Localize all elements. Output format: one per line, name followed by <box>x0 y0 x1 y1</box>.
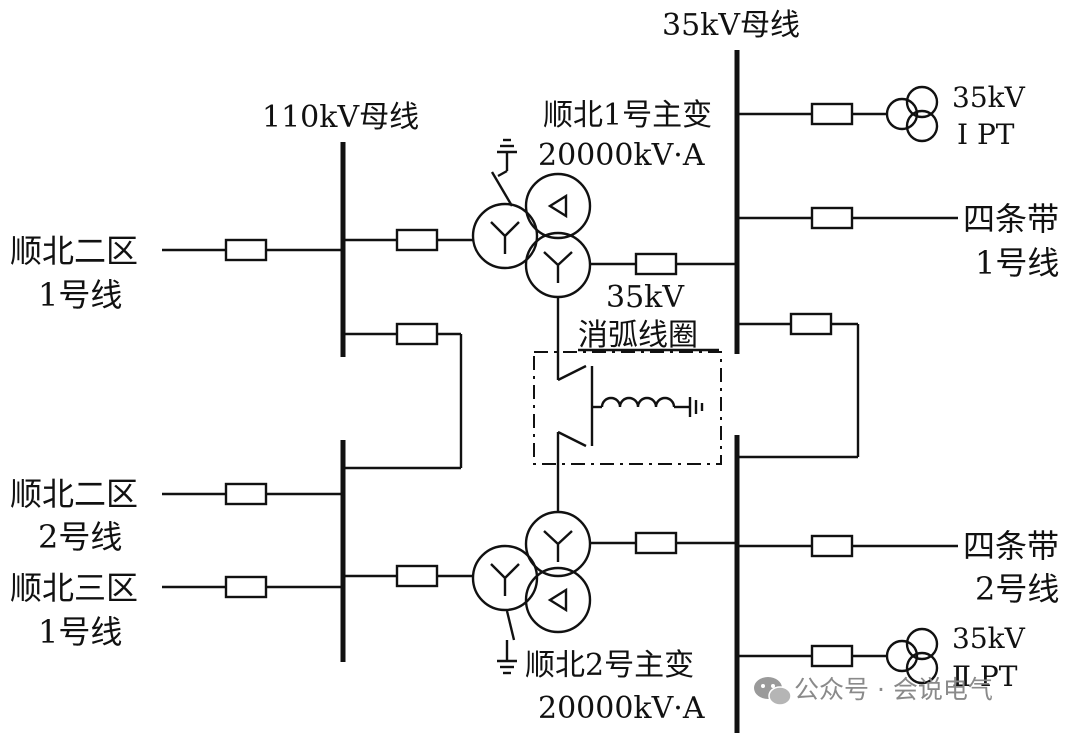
line-shunbei-2-2 <box>162 482 343 506</box>
bus-tie-35kv <box>737 312 860 459</box>
line-label-110-3-b: 1号线 <box>38 613 122 651</box>
arc-suppression-coil <box>533 297 722 512</box>
line-sitiaodai-2 <box>737 534 958 558</box>
bus-35kv-label: 35kV母线 <box>662 8 800 43</box>
breaker <box>224 238 268 262</box>
line-label-35-1-b: 1号线 <box>975 244 1059 282</box>
bus-tie-110kv <box>343 322 463 470</box>
breaker <box>810 644 854 668</box>
wechat-icon <box>754 677 792 706</box>
breaker <box>395 564 439 588</box>
breaker <box>395 228 439 252</box>
line-label-35-2-b: 2号线 <box>975 570 1059 608</box>
line-label-110-3-a: 顺北三区 <box>10 569 138 607</box>
breaker <box>395 322 439 346</box>
pt-2-voltage: 35kV <box>952 622 1026 655</box>
watermark-text: 公众号 · 会说电气 <box>794 675 993 704</box>
line-shunbei-3-1 <box>162 575 343 599</box>
breaker <box>224 482 268 506</box>
line-label-35-1-a: 四条带 <box>963 200 1059 238</box>
breaker <box>224 575 268 599</box>
inductor-coil <box>600 396 676 408</box>
transformer-2-name: 顺北2号主变 <box>525 648 694 683</box>
line-label-110-1-b: 1号线 <box>38 276 122 314</box>
pt-1 <box>737 85 939 143</box>
pt-2-name: Ⅱ PT <box>952 660 1018 693</box>
line-label-110-1-a: 顺北二区 <box>10 232 138 270</box>
transformer-1-rating: 20000kV·A <box>538 138 705 173</box>
breaker <box>789 312 833 336</box>
transformer-1-35kv-feeder <box>590 252 737 276</box>
watermark: 公众号 · 会说电气 <box>754 675 993 706</box>
line-shunbei-2-1 <box>162 238 343 262</box>
breaker <box>634 252 678 276</box>
transformer-1-name: 顺北1号主变 <box>543 98 712 133</box>
arc-coil-voltage: 35kV <box>606 280 685 315</box>
coil-enclosure <box>533 351 722 465</box>
line-label-35-2-a: 四条带 <box>963 527 1059 565</box>
pt-1-name: Ⅰ PT <box>957 118 1015 151</box>
breaker <box>634 531 678 555</box>
transformer-1 <box>343 138 592 299</box>
arc-coil-name: 消弧线圈 <box>578 318 698 353</box>
line-sitiaodai-1 <box>737 206 958 230</box>
transformer-2-rating: 20000kV·A <box>538 691 705 726</box>
transformer-2-35kv-feeder <box>590 531 737 555</box>
breaker <box>810 534 854 558</box>
pt-2 <box>737 627 939 685</box>
pt-1-voltage: 35kV <box>952 81 1026 114</box>
line-label-110-2-a: 顺北二区 <box>10 475 138 513</box>
breaker <box>810 206 854 230</box>
breaker <box>810 102 854 126</box>
line-label-110-2-b: 2号线 <box>38 518 122 556</box>
bus-110kv-label: 110kV母线 <box>262 100 419 135</box>
